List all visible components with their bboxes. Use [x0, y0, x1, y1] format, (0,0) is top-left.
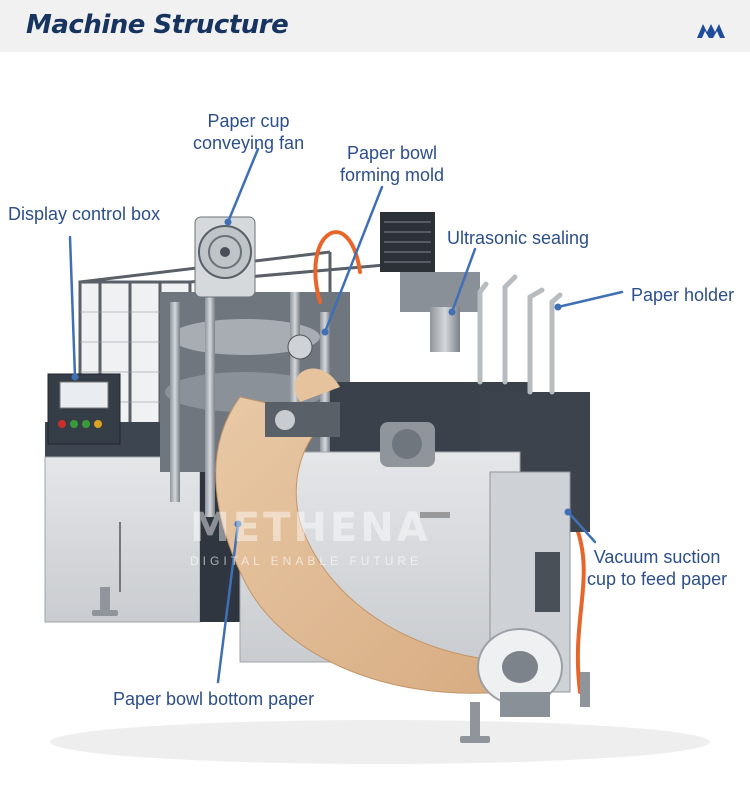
- ultrasonic-unit: [380, 212, 480, 352]
- machine-photo: METHENA DIGITAL ENABLE FUTURE Paper cup …: [0, 52, 750, 787]
- label-conveying-fan: Paper cup conveying fan: [193, 110, 304, 154]
- leader-lines: [68, 147, 624, 684]
- conveying-fan: [194, 216, 256, 298]
- watermark-brand: METHENA: [190, 505, 431, 551]
- label-vacuum: Vacuum suction cup to feed paper: [587, 546, 727, 590]
- label-vacuum-line2: cup to feed paper: [587, 569, 728, 589]
- label-conveying-fan-line2: conveying fan: [193, 133, 305, 153]
- label-vacuum-line1: Vacuum suction: [593, 547, 721, 567]
- brand-logo-icon: [697, 24, 725, 38]
- motor: [380, 422, 435, 467]
- label-ultrasonic: Ultrasonic sealing: [447, 228, 590, 248]
- header-bar: Machine Structure: [0, 0, 750, 52]
- label-bottom-paper: Paper bowl bottom paper: [113, 689, 315, 709]
- paper-ribbon: [215, 368, 526, 694]
- machine-illustration: [44, 147, 710, 764]
- leader-dots: [71, 218, 572, 528]
- label-display-box: Display control box: [8, 204, 161, 224]
- paper-holder-rods: [477, 274, 563, 395]
- label-forming-mold-line2: forming mold: [340, 165, 445, 185]
- page-title: Machine Structure: [26, 10, 289, 40]
- paper-roll: [477, 628, 563, 717]
- display-control-box: [47, 373, 121, 445]
- label-forming-mold-line1: Paper bowl: [346, 143, 438, 163]
- label-forming-mold: Paper bowl forming mold: [340, 142, 444, 186]
- watermark-tagline: DIGITAL ENABLE FUTURE: [190, 554, 423, 568]
- label-paper-holder: Paper holder: [631, 285, 735, 305]
- label-conveying-fan-line1: Paper cup: [207, 111, 290, 131]
